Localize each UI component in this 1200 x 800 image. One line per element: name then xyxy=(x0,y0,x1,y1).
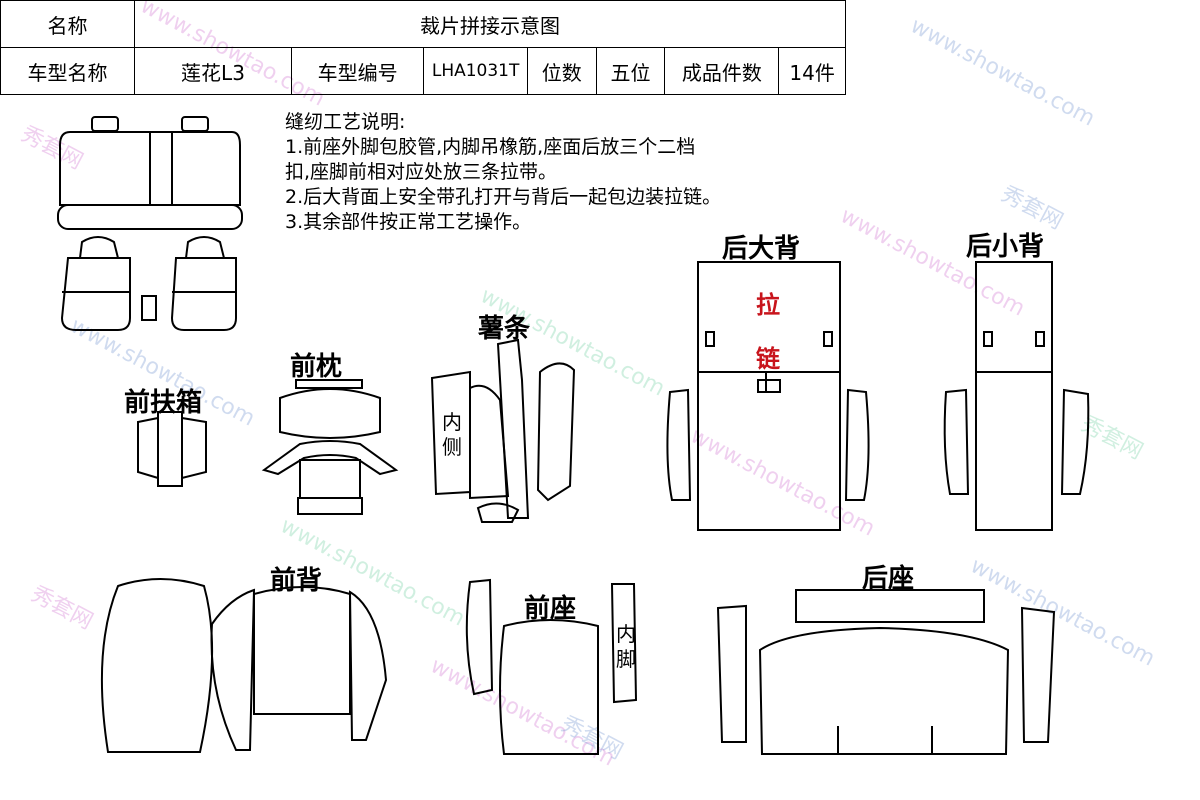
piece-front-headrest xyxy=(261,379,399,515)
label-inner-leg: 内脚 xyxy=(616,622,636,671)
name-label: 名称 xyxy=(0,0,135,48)
piece-rear-small-back xyxy=(943,261,1090,531)
label-front-back: 前背 xyxy=(270,566,323,596)
piece-side-strip xyxy=(430,338,576,523)
piece-front-back xyxy=(100,578,388,753)
pieces-label: 成品件数 xyxy=(664,47,780,95)
piece-front-armrest xyxy=(137,411,207,487)
label-inner-side: 内侧 xyxy=(442,410,462,459)
notes-line: 扣,座脚前相对应处放三条拉带。 xyxy=(285,161,558,183)
label-rear-small-back: 后小背 xyxy=(966,232,1045,262)
seat-overview xyxy=(57,116,243,331)
label-rear-big-back: 后大背 xyxy=(722,234,801,264)
piece-rear-seat xyxy=(716,589,1056,755)
label-front-seat: 前座 xyxy=(524,594,577,624)
label-front-armrest: 前扶箱 xyxy=(124,388,203,418)
seats-label: 位数 xyxy=(526,47,597,95)
label-zip: 拉链 xyxy=(756,291,780,373)
notes-line: 1.前座外脚包胶管,内脚吊橡筋,座面后放三个二档 xyxy=(285,136,696,158)
model-code-label: 车型编号 xyxy=(290,47,425,95)
model-name-label: 车型名称 xyxy=(0,47,135,95)
label-rear-seat: 后座 xyxy=(862,564,915,594)
model-code: LHA1031T xyxy=(423,47,528,95)
pieces-value: 14件 xyxy=(778,47,846,95)
notes-line: 2.后大背面上安全带孔打开与背后一起包边装拉链。 xyxy=(285,186,722,208)
page-title: 裁片拼接示意图 xyxy=(134,0,846,48)
label-side-strip: 薯条 xyxy=(478,314,531,344)
piece-front-seat xyxy=(465,578,638,755)
notes-title: 缝纫工艺说明: xyxy=(285,111,406,133)
notes-line: 3.其余部件按正常工艺操作。 xyxy=(285,211,532,233)
process-notes: 缝纫工艺说明: 1.前座外脚包胶管,内脚吊橡筋,座面后放三个二档 扣,座脚前相对… xyxy=(285,110,721,235)
header-table: 名称 裁片拼接示意图 车型名称 莲花L3 车型编号 LHA1031T 位数 五位… xyxy=(0,0,846,95)
model-name: 莲花L3 xyxy=(134,47,292,95)
label-front-headrest: 前枕 xyxy=(290,352,343,382)
piece-rear-big-back xyxy=(666,261,870,531)
